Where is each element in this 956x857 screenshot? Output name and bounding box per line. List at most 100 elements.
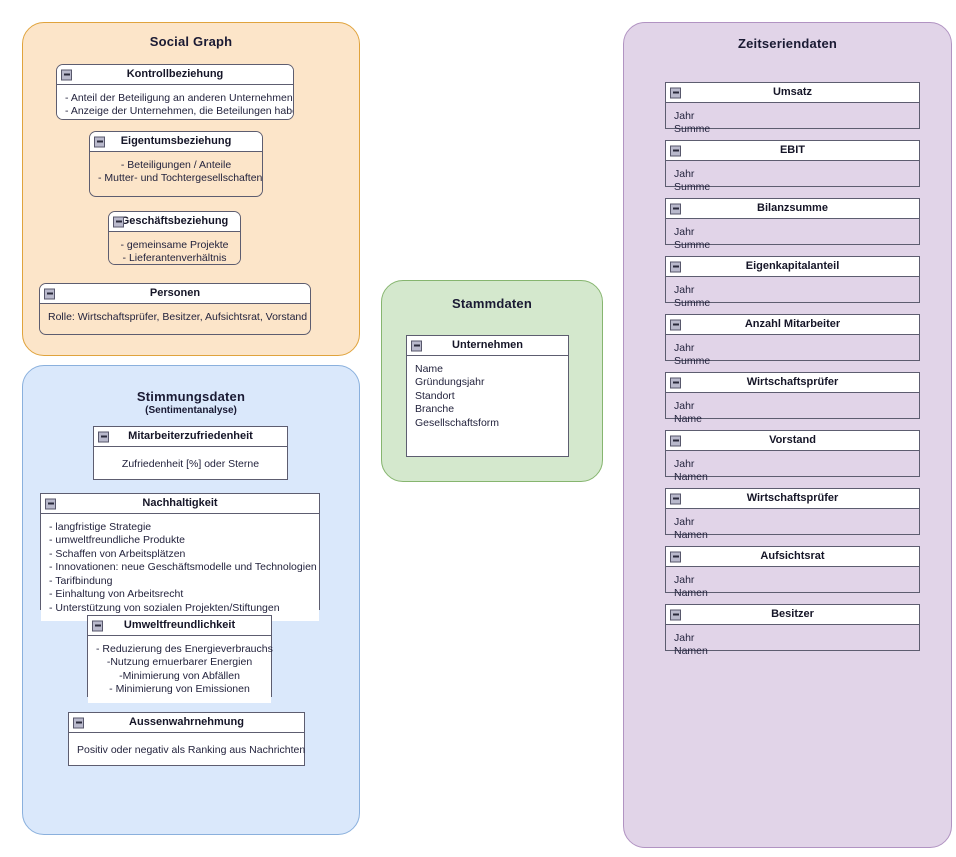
- entity-attribute: - Mutter- und Tochtergesellschaften: [98, 172, 263, 185]
- collapse-minus-icon[interactable]: [94, 136, 105, 147]
- collapse-minus-icon[interactable]: [98, 431, 109, 442]
- collapse-minus-icon[interactable]: [61, 69, 72, 80]
- entity-title: Kontrollbeziehung: [126, 68, 224, 80]
- entity-header: Personen: [40, 284, 310, 304]
- entity-attribute: Jahr: [674, 284, 695, 296]
- entity-attribute: Summe: [674, 355, 711, 368]
- collapse-minus-icon[interactable]: [670, 145, 681, 156]
- entity-title: Anzahl Mitarbeiter: [744, 318, 841, 330]
- entity-attribute: Jahr: [674, 110, 695, 122]
- entity-header: Umsatz: [666, 83, 919, 103]
- collapse-minus-icon[interactable]: [670, 609, 681, 620]
- collapse-minus-icon[interactable]: [670, 377, 681, 388]
- group-title-zeitseriendaten: Zeitseriendaten: [737, 36, 838, 51]
- group-title-social-graph: Social Graph: [149, 34, 233, 49]
- group-social-graph: Social Graph Kontrollbeziehung - Anteil d…: [22, 22, 360, 356]
- entity-attribute: Jahr: [674, 458, 695, 470]
- collapse-minus-icon[interactable]: [670, 493, 681, 504]
- entity-header: Mitarbeiterzufriedenheit: [94, 427, 287, 447]
- entity-body: - Reduzierung des Energieverbrauchs-Nutz…: [88, 636, 273, 703]
- entity-attribute: - Beteiligungen / Anteile: [120, 159, 232, 171]
- entity-attribute: - Anteil der Beteiligung an anderen Unte…: [65, 92, 293, 104]
- entity-box[interactable]: Eigentumsbeziehung- Beteiligungen / Ante…: [89, 131, 263, 197]
- entity-header: Wirtschaftsprüfer: [666, 373, 919, 393]
- entity-attribute: -Minimierung von Abfällen: [119, 669, 240, 682]
- collapse-minus-icon[interactable]: [670, 435, 681, 446]
- entity-header: Unternehmen: [407, 336, 568, 356]
- collapse-minus-icon[interactable]: [92, 620, 103, 631]
- collapse-minus-icon[interactable]: [411, 340, 422, 351]
- entity-attribute: Namen: [674, 645, 708, 658]
- group-subtitle-stimmungsdaten: (Sentimentanalyse): [145, 405, 237, 416]
- entity-header: EBIT: [666, 141, 919, 161]
- entity-title: Umweltfreundlichkeit: [123, 619, 236, 631]
- entity-attribute: Summe: [674, 297, 711, 310]
- entity-box[interactable]: Geschäftsbeziehung - gemeinsame Projekte-…: [108, 211, 241, 265]
- entity-title: Vorstand: [769, 434, 816, 446]
- entity-title: Nachhaltigkeit: [142, 497, 218, 509]
- collapse-minus-icon[interactable]: [113, 216, 124, 227]
- entity-body: - gemeinsame Projekte- Lieferantenverhäl…: [109, 232, 240, 265]
- entity-attribute: Branche: [415, 403, 455, 416]
- entity-attribute: -Nutzung ernuerbarer Energien: [106, 656, 253, 669]
- entity-title: Wirtschaftsprüfer: [746, 376, 839, 388]
- entity-title: Eigenkapitalanteil: [745, 260, 840, 272]
- entity-attribute: Namen: [674, 529, 708, 542]
- group-title-stimmungsdaten: Stimmungsdaten: [136, 389, 246, 404]
- entity-attribute: - Anzeige der Unternehmen, die Beteilung…: [65, 105, 294, 118]
- entity-attribute: Jahr: [674, 168, 695, 180]
- entity-box[interactable]: Nachhaltigkeit - langfristige Strategie - …: [40, 493, 320, 622]
- entity-body: - Anteil der Beteiligung an anderen Unte…: [57, 85, 294, 119]
- entity-box[interactable]: Kontrollbeziehung - Anteil der Beteiligun…: [56, 64, 294, 120]
- entity-attribute: - Lieferantenverhältnis: [122, 252, 227, 265]
- entity-attribute: Rolle: Wirtschaftsprüfer, Besitzer, Aufs…: [48, 311, 308, 323]
- entity-body: Rolle: Wirtschaftsprüfer, Besitzer, Aufs…: [40, 304, 310, 331]
- entity-title: Mitarbeiterzufriedenheit: [128, 430, 253, 442]
- collapse-minus-icon[interactable]: [670, 203, 681, 214]
- entity-attribute: Zufriedenheit [%] oder Sterne: [121, 458, 260, 470]
- entity-title: Besitzer: [771, 608, 814, 620]
- entity-attribute: Namen: [674, 587, 708, 600]
- entity-title: Geschäftsbeziehung: [120, 215, 229, 227]
- entity-header: Umweltfreundlichkeit: [88, 616, 271, 636]
- entity-attribute: Positiv oder negativ als Ranking aus Nac…: [77, 744, 306, 756]
- collapse-minus-icon[interactable]: [670, 551, 681, 562]
- entity-attribute: - Schaffen von Arbeitsplätzen: [49, 547, 186, 560]
- entity-attribute: Gründungsjahr: [415, 376, 485, 389]
- collapse-minus-icon[interactable]: [73, 717, 84, 728]
- collapse-minus-icon[interactable]: [670, 261, 681, 272]
- collapse-minus-icon[interactable]: [670, 319, 681, 330]
- entity-header: Bilanzsumme: [666, 199, 919, 219]
- collapse-minus-icon[interactable]: [44, 288, 55, 299]
- entity-attribute: Jahr: [674, 516, 695, 528]
- entity-attribute: Standort: [415, 389, 455, 402]
- collapse-minus-icon[interactable]: [670, 87, 681, 98]
- entity-box[interactable]: Umweltfreundlichkeit - Reduzierung des En…: [87, 615, 273, 703]
- entity-attribute: - Minimierung von Emissionen: [109, 683, 250, 696]
- entity-header: Besitzer: [666, 605, 919, 625]
- collapse-minus-icon[interactable]: [45, 498, 56, 509]
- entity-header: Aufsichtsrat: [666, 547, 919, 567]
- entity-attribute: - langfristige Strategie: [49, 521, 152, 533]
